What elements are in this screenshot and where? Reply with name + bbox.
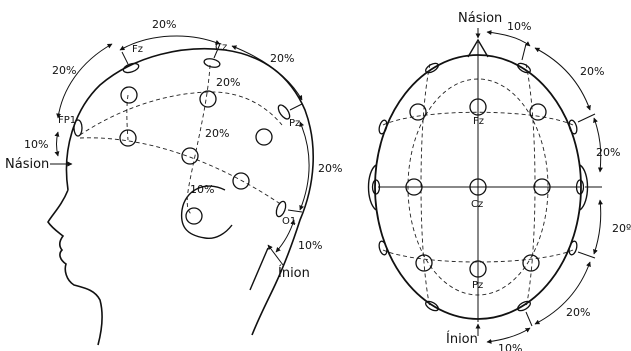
- arc-fp1-fz: [56, 43, 113, 119]
- dashed-inner-ring: [407, 78, 549, 296]
- electrode-f3-top: [409, 103, 427, 121]
- electrode-t5: [232, 172, 250, 190]
- electrode-pz-top: [469, 260, 487, 278]
- electrode-c4-top: [533, 178, 551, 196]
- label-top-pct-upper: 20%: [580, 65, 604, 78]
- electrode-a1: [185, 207, 203, 225]
- rim-electrode-fp1: [425, 62, 439, 74]
- rim-electrode-f7: [378, 119, 388, 135]
- rim-electrode-t4: [575, 179, 585, 195]
- label-pct-inner-top: 20%: [216, 76, 240, 89]
- label-pct-nasion-fp1: 10%: [24, 138, 48, 151]
- label-pct-o1-inion: 10%: [298, 239, 322, 252]
- rim-electrode-o1: [425, 300, 439, 312]
- side-view: 20% 20% 20% 20% 20% 20% 10% 10% 10% Fz C…: [5, 18, 342, 346]
- label-top-pct-inion: 10%: [498, 342, 522, 351]
- tick-top-f8: [577, 113, 596, 123]
- rim-electrode-fp2: [517, 62, 531, 74]
- electrode-fz-top: [469, 98, 487, 116]
- ear-outline: [180, 185, 233, 240]
- label-cz-top: Cz: [471, 199, 483, 210]
- tick-fz: [121, 51, 129, 65]
- label-inion-top: Ínion: [446, 331, 478, 347]
- o1-electrode: [275, 200, 287, 218]
- electrode-c3: [199, 90, 217, 108]
- label-top-pct-upper-mid: 20%: [596, 146, 620, 159]
- rim-electrode-t6: [568, 240, 578, 256]
- label-inion-side: Ínion: [278, 265, 310, 281]
- label-pct-fp1-fz: 20%: [52, 64, 76, 77]
- arc-pz-o1: [299, 121, 310, 211]
- electrode-p3-top: [415, 254, 433, 272]
- electrode-f7: [119, 129, 137, 147]
- label-fz: Fz: [132, 44, 143, 55]
- dashed-left-curve: [420, 63, 431, 309]
- rim-electrode-t3: [371, 179, 381, 195]
- fp1-electrode: [73, 119, 83, 137]
- arc-fp2-f8: [534, 47, 591, 111]
- label-pct-inner-low: 10%: [190, 183, 214, 196]
- tick-top-t6: [577, 251, 596, 259]
- label-pct-pz-o1: 20%: [318, 162, 342, 175]
- arc-nasion-fp2: [486, 30, 531, 47]
- rim-electrode-o2: [517, 300, 531, 312]
- electrode-f3: [120, 86, 138, 104]
- pz-electrode: [277, 104, 291, 120]
- electrode-cz-top: [469, 178, 487, 196]
- electrode-f4-top: [529, 103, 547, 121]
- electrode-t3: [181, 147, 199, 165]
- tick-o1: [287, 209, 303, 213]
- arc-fz-cz: [119, 35, 221, 51]
- dashed-right-curve: [525, 63, 536, 309]
- label-cz: Cz: [215, 42, 227, 53]
- arc-t4-t6: [593, 199, 603, 255]
- electrode-p3: [255, 128, 273, 146]
- arc-f8-t4: [593, 117, 603, 173]
- cz-electrode: [203, 58, 221, 68]
- tick-pz: [289, 103, 303, 111]
- label-nasion-side: Násion: [5, 157, 49, 172]
- label-pz-top: Pz: [472, 280, 483, 291]
- dashed-frontal-arc: [382, 111, 574, 126]
- tick-top-o2: [525, 311, 533, 327]
- label-fp1: FP1: [58, 115, 76, 126]
- dashed-line-central: [186, 64, 211, 216]
- tick-top-fp2: [521, 43, 527, 61]
- nose-outline: [467, 38, 489, 58]
- arc-o2-inion: [486, 327, 531, 344]
- label-pz: Pz: [289, 118, 300, 129]
- rim-electrode-f8: [568, 119, 578, 135]
- dashed-line-mid: [79, 137, 283, 206]
- neck-line: [249, 247, 269, 291]
- label-o1: O1: [282, 216, 296, 227]
- label-pct-inner-mid: 20%: [205, 127, 229, 140]
- dashed-parietal-arc: [382, 249, 574, 263]
- label-pct-cz-pz: 20%: [270, 52, 294, 65]
- label-top-pct-lower-mid: 20º: [612, 222, 631, 235]
- dashed-line-temporal: [126, 94, 129, 141]
- head-profile-outline: [47, 47, 314, 346]
- tick-cz: [213, 43, 221, 59]
- arc-cz-pz: [231, 45, 303, 101]
- rim-electrode-t5: [378, 240, 388, 256]
- electrode-c3-top: [405, 178, 423, 196]
- left-ear-outline: [367, 164, 377, 211]
- label-nasion-top: Násion: [458, 11, 502, 26]
- arc-nasion-fp1: [54, 131, 60, 157]
- top-view: Násion Ínion Fz Cz Pz 10% 20% 20% 20º 20…: [367, 11, 631, 351]
- label-top-pct-nasion: 10%: [507, 20, 531, 33]
- label-top-pct-lower: 20%: [566, 306, 590, 319]
- arc-o1-inion: [275, 219, 296, 253]
- arc-t6-o2: [534, 261, 591, 325]
- fz-electrode: [122, 62, 140, 74]
- inion-pointer: [267, 244, 284, 266]
- label-fz-top: Fz: [473, 116, 484, 127]
- dashed-line-frontal: [79, 91, 283, 136]
- label-pct-fz-cz: 20%: [152, 18, 176, 31]
